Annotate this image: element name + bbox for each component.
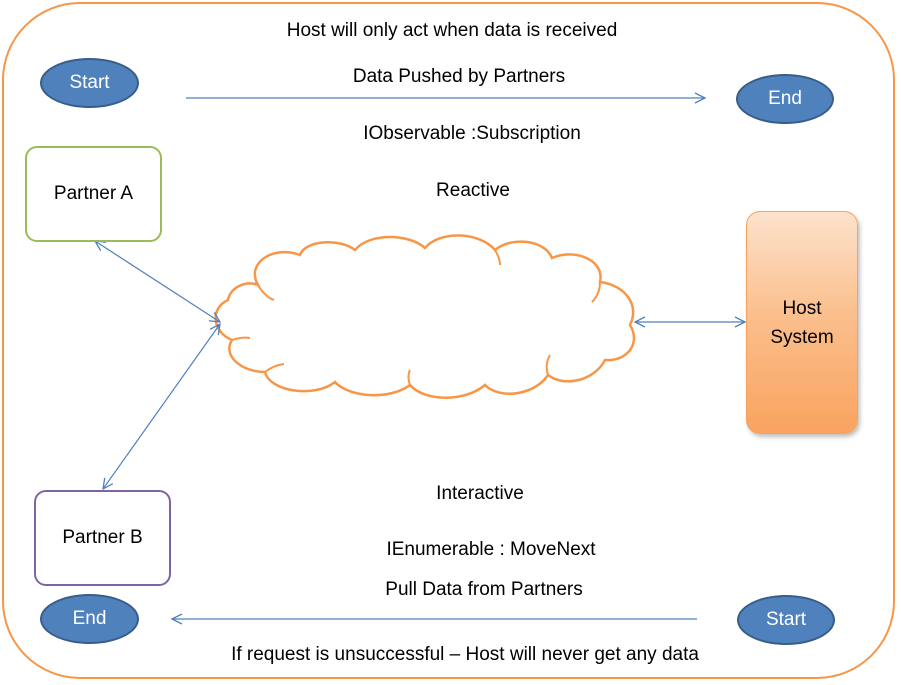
partner-a-box: Partner A [25, 146, 162, 242]
push-end-oval: End [736, 74, 834, 124]
pull-end-oval: End [40, 594, 139, 644]
partner-b-box: Partner B [34, 490, 171, 586]
pull-label: Pull Data from Partners [385, 579, 583, 600]
outer-frame [2, 2, 895, 679]
bottom-note: If request is unsuccessful – Host will n… [231, 644, 699, 665]
observable-label: IObservable :Subscription [363, 123, 581, 144]
reactive-label: Reactive [436, 180, 510, 201]
partner-b-connector [103, 324, 220, 489]
host-system-box: Host System [746, 211, 858, 434]
enumerable-label: IEnumerable : MoveNext [386, 539, 596, 560]
host-line-1: Host [782, 297, 822, 319]
host-line-2: System [770, 326, 834, 348]
cloud-shape [214, 234, 636, 399]
pull-start-oval: Start [737, 595, 835, 645]
top-note: Host will only act when data is received [286, 20, 618, 41]
push-start-oval: Start [40, 58, 139, 108]
partner-a-connector [95, 241, 220, 322]
interactive-label: Interactive [436, 483, 524, 504]
push-label: Data Pushed by Partners [352, 66, 566, 87]
